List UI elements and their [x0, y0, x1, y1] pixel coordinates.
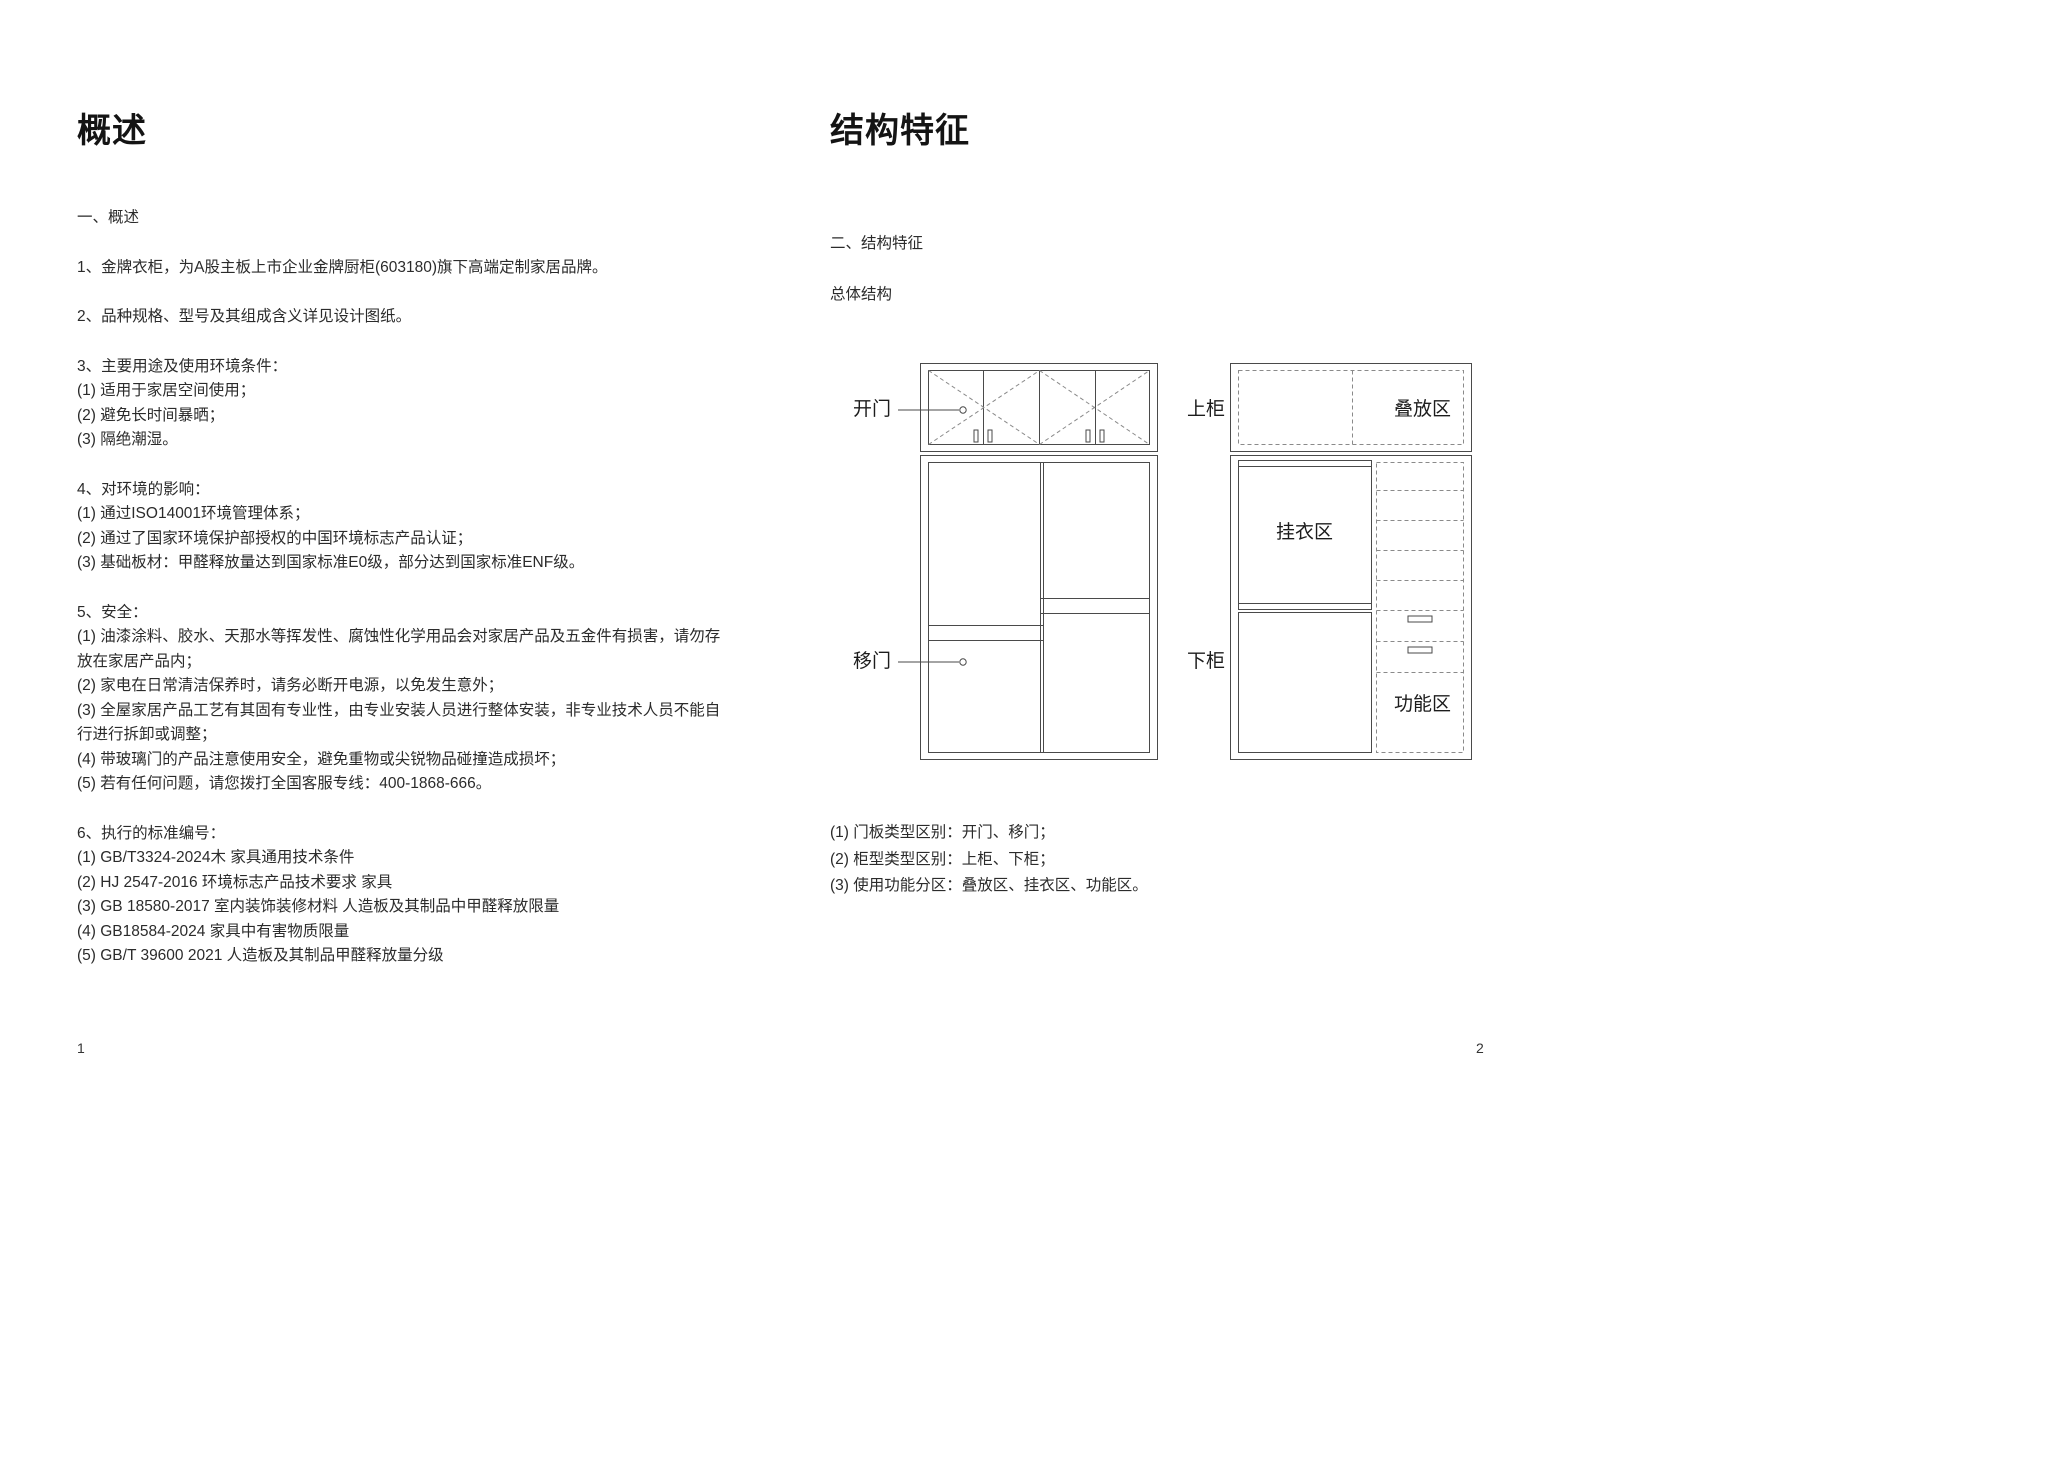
body-line: (5) 若有任何问题，请您拨打全国客服专线：400-1868-666。 — [77, 775, 492, 792]
note-line: (1) 门板类型区别：开门、移门； — [830, 824, 1055, 841]
page-number-left: 1 — [77, 1040, 85, 1056]
page-title-structure: 结构特征 — [830, 112, 970, 150]
page-number-right: 2 — [1476, 1040, 1484, 1056]
body-line: (2) 通过了国家环境保护部授权的中国环境标志产品认证； — [77, 529, 473, 547]
body-line: 1、金牌衣柜，为A股主板上市企业金牌厨柜(603180)旗下高端定制家居品牌。 — [77, 258, 608, 276]
text-block-usage: 3、主要用途及使用环境条件： (1) 适用于家居空间使用； (2) 避免长时间暴… — [77, 355, 732, 453]
hanging-zone-label: 挂衣区 — [1276, 522, 1334, 543]
body-line: (1) 油漆涂料、胶水、天那水等挥发性、腐蚀性化学用品会对家居产品及五金件有损害… — [77, 628, 721, 670]
text-block-brand: 1、金牌衣柜，为A股主板上市企业金牌厨柜(603180)旗下高端定制家居品牌。 — [77, 256, 732, 281]
body-line: 6、执行的标准编号： — [77, 824, 226, 842]
structure-subsection-heading: 总体结构 — [830, 286, 893, 303]
function-zone-label: 功能区 — [1394, 694, 1452, 715]
body-line: (2) HJ 2547-2016 环境标志产品技术要求 家具 — [77, 873, 393, 891]
section-heading: 一、概述 — [77, 209, 140, 226]
body-line: (4) 带玻璃门的产品注意使用安全，避免重物或尖锐物品碰撞造成损坏； — [77, 750, 566, 768]
text-block-safety: 5、安全： (1) 油漆涂料、胶水、天那水等挥发性、腐蚀性化学用品会对家居产品及… — [77, 601, 732, 797]
structure-section-heading: 二、结构特征 — [830, 235, 924, 252]
body-line: (1) 通过ISO14001环境管理体系； — [77, 505, 310, 522]
open-door-label: 开门 — [853, 399, 892, 420]
overview-text-column: 一、概述 1、金牌衣柜，为A股主板上市企业金牌厨柜(603180)旗下高端定制家… — [77, 206, 732, 994]
text-block-standards: 6、执行的标准编号： (1) GB/T3324-2024木 家具通用技术条件 (… — [77, 822, 732, 969]
upper-cabinet-stacking-zone — [1230, 363, 1472, 452]
body-line: 2、品种规格、型号及其组成含义详见设计图纸。 — [77, 308, 412, 325]
stacking-zone-label: 叠放区 — [1394, 399, 1452, 420]
sliding-door-label: 移门 — [853, 651, 892, 672]
upper-cabinet-hinged-doors — [920, 363, 1158, 452]
page-title-overview: 概述 — [77, 112, 147, 150]
body-line: 4、对环境的影响： — [77, 480, 210, 498]
cabinet-zone-wardrobe-diagram — [1230, 363, 1472, 760]
body-line: (3) 基础板材：甲醛释放量达到国家标准E0级，部分达到国家标准ENF级。 — [77, 554, 585, 571]
door-type-wardrobe-diagram — [898, 363, 1158, 760]
open-door-leader-line — [898, 406, 967, 414]
body-line: 3、主要用途及使用环境条件： — [77, 357, 288, 375]
note-line: (2) 柜型类型区别：上柜、下柜； — [830, 850, 1055, 868]
sliding-door-leader-line — [898, 658, 967, 666]
body-line: (1) GB/T3324-2024木 家具通用技术条件 — [77, 849, 355, 866]
structure-notes: (1) 门板类型区别：开门、移门； (2) 柜型类型区别：上柜、下柜； (3) … — [830, 820, 1390, 900]
body-line: (1) 适用于家居空间使用； — [77, 382, 256, 399]
text-block-spec: 2、品种规格、型号及其组成含义详见设计图纸。 — [77, 305, 732, 330]
upper-cabinet-label: 上柜 — [1187, 399, 1226, 420]
body-line: (5) GB/T 39600 2021 人造板及其制品甲醛释放量分级 — [77, 947, 444, 964]
text-block-intro-heading: 一、概述 — [77, 206, 732, 231]
body-line: (2) 家电在日常清洁保养时，请务必断开电源，以免发生意外； — [77, 677, 504, 694]
body-line: (3) GB 18580-2017 室内装饰装修材料 人造板及其制品中甲醛释放限… — [77, 898, 560, 915]
body-line: 5、安全： — [77, 603, 148, 621]
body-line: (4) GB18584-2024 家具中有害物质限量 — [77, 922, 350, 940]
body-line: (3) 隔绝潮湿。 — [77, 431, 178, 448]
lower-cabinet-sliding-doors — [920, 455, 1158, 760]
lower-cabinet-label: 下柜 — [1187, 651, 1226, 672]
body-line: (2) 避免长时间暴晒； — [77, 406, 225, 424]
body-line: (3) 全屋家居产品工艺有其固有专业性，由专业安装人员进行整体安装，非专业技术人… — [77, 701, 721, 744]
lower-cabinet-zones — [1230, 455, 1472, 760]
note-line: (3) 使用功能分区：叠放区、挂衣区、功能区。 — [830, 877, 1148, 894]
text-block-environment: 4、对环境的影响： (1) 通过ISO14001环境管理体系； (2) 通过了国… — [77, 478, 732, 576]
